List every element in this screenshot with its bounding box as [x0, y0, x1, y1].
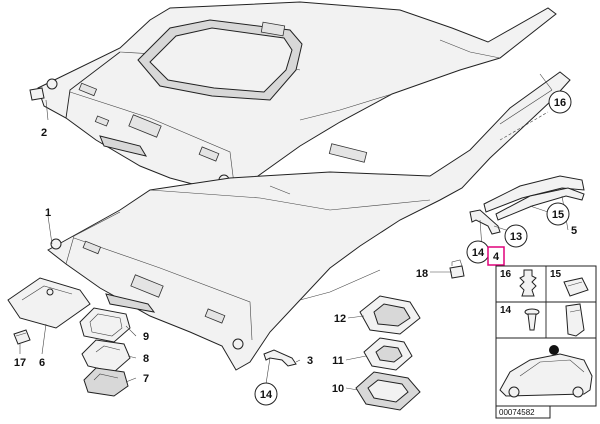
screw-14 [524, 308, 540, 331]
callout-15: 15 [552, 209, 564, 221]
callout-labels: 2 1 16 15 13 14 4 5 18 12 3 14 11 10 9 8… [14, 90, 577, 406]
detail-cell-14-label: 14 [500, 305, 512, 316]
headliner-lower [47, 71, 571, 371]
callout-12: 12 [334, 313, 346, 325]
callout-3: 3 [307, 355, 313, 367]
callout-16-circle [548, 90, 572, 114]
light-unit-10 [355, 371, 421, 411]
fastener-16 [519, 269, 537, 297]
callout-9: 9 [143, 331, 149, 343]
callout-14b-circle [254, 382, 278, 406]
callout-1: 1 [45, 207, 51, 219]
callout-7: 7 [143, 373, 149, 385]
clip-18 [449, 259, 465, 279]
callout-15-circle [546, 202, 570, 226]
callout-18: 18 [416, 268, 428, 280]
detail-box: 16 15 14 00074582 [495, 265, 597, 419]
diagram-number: 00074582 [499, 408, 535, 417]
callout-2: 2 [41, 127, 47, 139]
cover-9 [79, 307, 131, 343]
lamp-7 [83, 367, 129, 397]
grab-handle-upper [469, 209, 501, 235]
callout-14b: 14 [260, 389, 273, 401]
frame-12 [359, 295, 421, 335]
callout-14a: 14 [472, 247, 485, 259]
bracket-8 [81, 339, 131, 373]
visor-6 [7, 277, 91, 329]
detail-cell-15-label: 15 [550, 269, 562, 280]
callout-4: 4 [493, 251, 500, 263]
frame-11 [363, 337, 413, 371]
callout-13-circle [504, 224, 528, 248]
grab-handle-lower [263, 349, 297, 367]
detail-cell-16-label: 16 [500, 269, 512, 280]
callout-16: 16 [554, 97, 566, 109]
car-silhouette [499, 345, 593, 398]
callout-8: 8 [143, 353, 149, 365]
callout-5: 5 [571, 225, 577, 237]
bracket-detail [565, 303, 585, 337]
callout-13: 13 [510, 231, 522, 243]
clip-17 [13, 329, 31, 345]
callout-6: 6 [39, 357, 45, 369]
callout-4-highlight [487, 246, 505, 266]
callout-11: 11 [332, 355, 344, 367]
callout-10: 10 [332, 383, 344, 395]
clip-15 [563, 277, 589, 297]
location-dot [549, 345, 559, 355]
callout-17: 17 [14, 357, 26, 369]
headliner-upper [29, 1, 557, 211]
